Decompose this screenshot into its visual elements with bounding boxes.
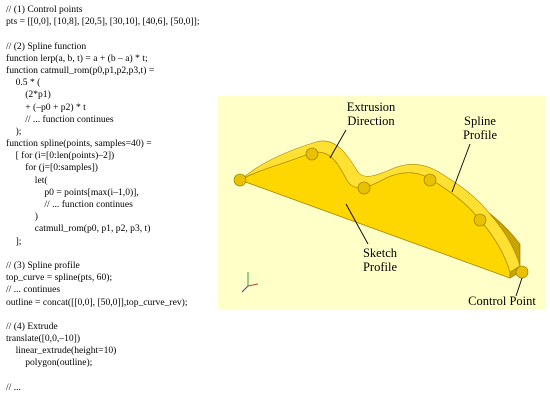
code-line: ]; <box>6 235 22 247</box>
control-points <box>233 147 529 279</box>
control-point-1 <box>233 173 247 187</box>
extrusion-render <box>233 129 529 297</box>
axis-indicator <box>241 272 259 293</box>
code-line: // (3) Spline profile <box>6 259 80 271</box>
code-line: top_curve = spline(pts, 60); <box>6 272 113 284</box>
code-line <box>6 28 324 40</box>
code-line: linear_extrude(height=10) <box>6 345 117 357</box>
control-point-6 <box>515 265 529 279</box>
label-control-point: Control Point <box>468 294 536 308</box>
control-point-5 <box>473 213 487 227</box>
code-line: // ... <box>6 381 21 393</box>
code-line: // ... function continues <box>6 199 133 210</box>
code-line: translate([0,0,–10]) <box>6 333 81 345</box>
annotation-lines <box>329 129 523 297</box>
code-line: function catmull_rom(p0,p1,p2,p3,t) = <box>6 64 155 76</box>
code-line: pts = [[0,0], [10,8], [20,5], [30,10], [… <box>6 16 200 28</box>
control-point-2 <box>305 147 319 161</box>
code-line: catmull_rom(p0, p1, p2, p3, t) <box>6 223 151 235</box>
label-spline-profile: Spline Profile <box>462 114 498 142</box>
label-sketch-profile: Sketch Profile <box>362 246 398 274</box>
control-point-4 <box>423 173 437 187</box>
3d-viewport[interactable]: Extrusion Direction Spline Profile Sketc… <box>218 96 546 310</box>
code-line: (2*p1) <box>6 89 51 101</box>
code-line: p0 = points[max(i–1,0)], <box>6 186 139 198</box>
code-line: outline = concat([[0,0], [50,0]],top_cur… <box>6 296 188 308</box>
control-point-3 <box>357 181 371 195</box>
code-line: function lerp(a, b, t) = a + (b – a) * t… <box>6 52 148 64</box>
code-line: polygon(outline); <box>6 357 93 369</box>
code-line: + (–p0 + p2) * t <box>6 101 86 113</box>
code-line <box>6 370 324 382</box>
code-line: 0.5 * ( <box>6 77 41 89</box>
code-line: [ for (i=[0:len(points)–2]) <box>6 150 115 162</box>
code-line: ); <box>6 125 22 137</box>
code-line: // ... function continues <box>6 113 114 125</box>
extrusion-top-face <box>239 140 521 273</box>
code-line: function spline(points, samples=40) = <box>6 138 152 150</box>
code-line <box>6 309 324 321</box>
code-line: // (2) Spline function <box>6 40 87 52</box>
label-extrusion-direction: Extrusion Direction <box>346 100 396 128</box>
code-line: for (j=[0:samples]) <box>6 162 98 174</box>
code-line: // ... continues <box>6 284 61 296</box>
code-line: // (1) Control points <box>6 4 83 15</box>
code-line: let( <box>6 174 48 186</box>
code-line: ) <box>6 211 38 223</box>
code-line: // (4) Extrude <box>6 320 58 332</box>
